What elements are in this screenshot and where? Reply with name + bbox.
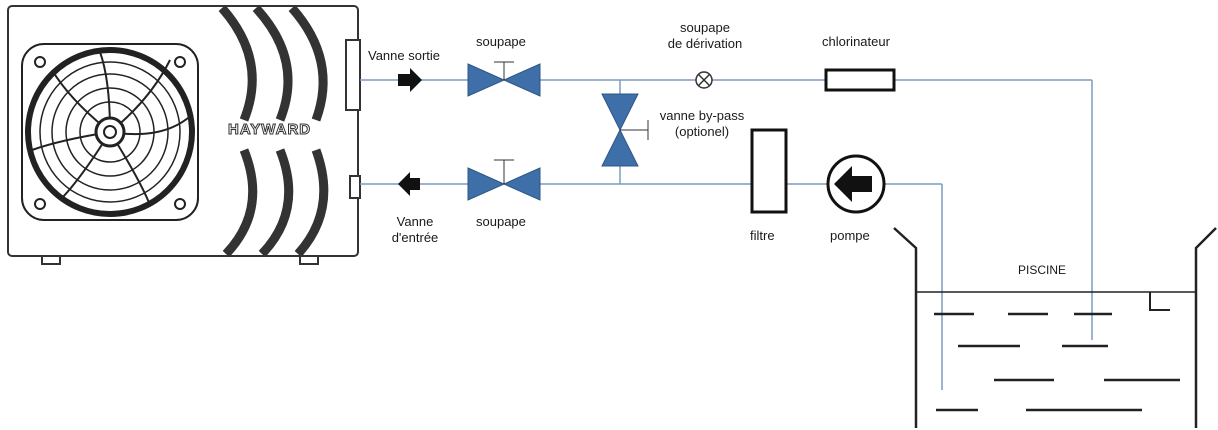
arrow-left-icon xyxy=(398,172,420,196)
bypass-label-line2: (optionel) xyxy=(674,124,730,139)
pool-label: PISCINE xyxy=(1018,263,1067,277)
brand-logo: HAYWARD xyxy=(227,121,312,139)
check-valve-icon xyxy=(695,71,713,89)
check-valve-label-line1: soupape xyxy=(680,20,730,35)
inlet-valve-label: Vanne d'entrée xyxy=(378,214,452,246)
heat-pump-unit xyxy=(7,4,361,265)
inlet-valve-label-line2: d'entrée xyxy=(391,230,439,245)
gate-valve-icon xyxy=(467,159,541,201)
chlorinator-label: chlorinateur xyxy=(822,34,890,49)
bypass-label: vanne by-pass (optionel) xyxy=(654,108,750,140)
gate-valve-icon xyxy=(467,61,541,97)
bypass-label-line1: vanne by-pass xyxy=(659,108,745,123)
bypass-gate-valve-icon xyxy=(601,93,649,167)
pump-label: pompe xyxy=(830,228,870,243)
filter-box xyxy=(750,128,788,214)
top-valve-label: soupape xyxy=(476,34,526,49)
inlet-valve-label-line1: Vanne xyxy=(396,214,434,229)
outlet-valve-label: Vanne sortie xyxy=(368,48,441,63)
water-lines xyxy=(934,312,1180,412)
bottom-valve-label: soupape xyxy=(476,214,526,229)
pool-basin xyxy=(893,227,1217,428)
pump-icon xyxy=(826,154,886,214)
check-valve-label: soupape de dérivation xyxy=(650,20,760,52)
chlorinator-box xyxy=(824,68,896,92)
filter-label: filtre xyxy=(750,228,775,243)
check-valve-label-line2: de dérivation xyxy=(667,36,743,51)
fan-icon xyxy=(21,43,199,221)
arrow-right-icon xyxy=(398,68,422,92)
